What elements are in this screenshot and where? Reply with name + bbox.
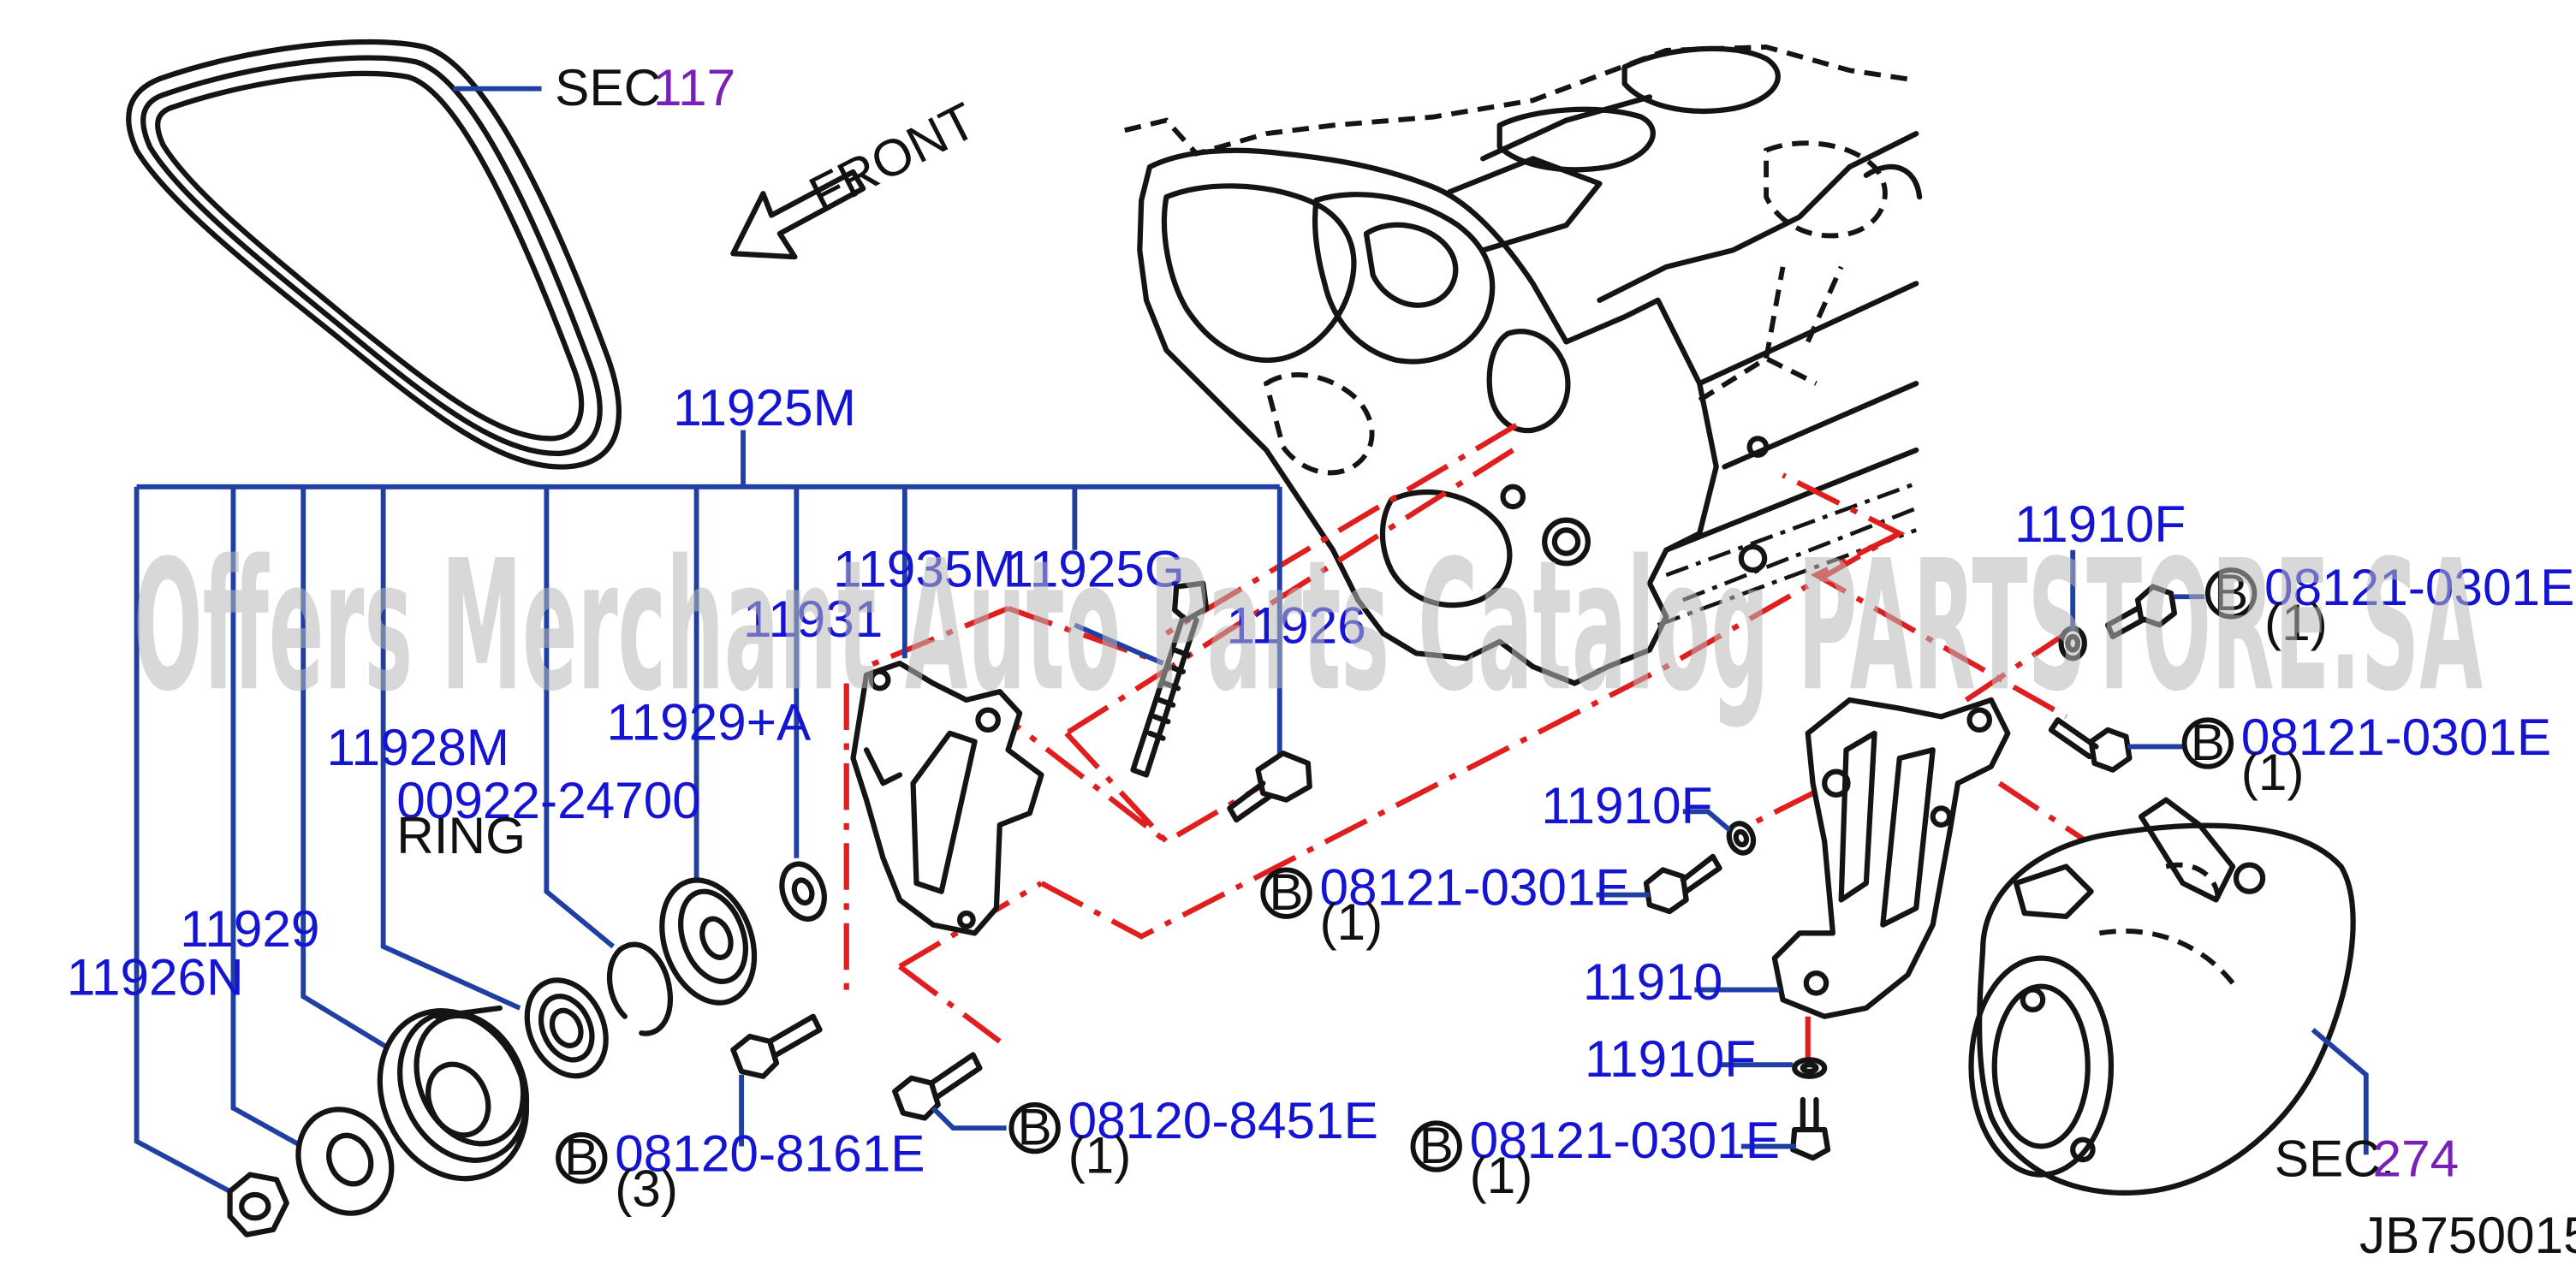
bolt-08120-8451E-label[interactable]: 08120-8451E — [1068, 1091, 1378, 1149]
qty-8161: (3) — [615, 1160, 678, 1218]
svg-text:B: B — [1269, 863, 1303, 921]
qty-0301-r2: (1) — [2241, 743, 2305, 801]
adjust-bolt-11925G[interactable] — [1130, 580, 1210, 778]
sec-274-link[interactable]: 274 — [2373, 1130, 2460, 1188]
qty-0301-mid: (1) — [1319, 893, 1383, 951]
compressor-bracket-11910[interactable] — [1771, 697, 2011, 1019]
labels: SEC. 117 11925M 11935M 11925G 11926 1193… — [67, 58, 2576, 1264]
bolt-badge-0301-top: B — [2204, 563, 2258, 621]
part-11931[interactable]: 11931 — [743, 590, 883, 648]
svg-text:B: B — [2214, 563, 2248, 621]
part-00922-24700[interactable]: 00922-24700 — [396, 771, 701, 829]
drive-belt[interactable] — [126, 39, 622, 470]
washer-11910F-mid[interactable] — [1725, 820, 1758, 856]
bolt-badge-0301-r2: B — [2181, 713, 2234, 771]
11925M-leader-tree — [134, 430, 1282, 1194]
ring-label: RING — [396, 806, 526, 864]
bolt-08121-0301E-mid-label[interactable]: 08121-0301E — [1319, 858, 1629, 916]
part-11926[interactable]: 11926 — [1226, 596, 1365, 655]
sec-word-117: SEC. — [555, 58, 675, 116]
qty-8451: (1) — [1068, 1126, 1132, 1184]
tensioner-bracket-11935M[interactable] — [850, 660, 1044, 936]
part-11935M[interactable]: 11935M — [833, 540, 1016, 598]
bolt-08121-0301E-r2-label[interactable]: 08121-0301E — [2241, 708, 2551, 766]
washer-11929[interactable] — [282, 1094, 408, 1228]
bolt-badge-8451: B — [1008, 1098, 1061, 1156]
svg-text:B: B — [1419, 1116, 1454, 1174]
svg-text:B: B — [1018, 1098, 1052, 1156]
front-arrow: FRONT — [730, 91, 985, 260]
bolt-08120-8161E-label[interactable]: 08120-8161E — [615, 1125, 925, 1183]
lock-bolt-11926[interactable] — [1227, 751, 1312, 823]
part-11910[interactable]: 11910 — [1583, 952, 1722, 1011]
diagram-code: JB750015 — [2359, 1206, 2576, 1264]
bolt-08120-8451E[interactable] — [892, 1052, 983, 1121]
svg-text:B: B — [2191, 713, 2225, 771]
part-11929A[interactable]: 11929+A — [606, 693, 812, 751]
bolt-badge-8161: B — [556, 1128, 608, 1186]
part-11929[interactable]: 11929 — [180, 899, 319, 958]
part-11925G[interactable]: 11925G — [1005, 540, 1185, 598]
right-leaders — [453, 86, 2369, 1155]
part-11928M[interactable]: 11928M — [326, 718, 509, 776]
bearing[interactable] — [512, 967, 621, 1089]
qty-0301-bot: (1) — [1470, 1146, 1533, 1204]
ac-compressor[interactable] — [1968, 797, 2356, 1196]
sec-word-274: SEC. — [2275, 1130, 2395, 1188]
bolt-mid-left[interactable] — [1643, 853, 1722, 915]
bolt-08121-0301E-bot-label[interactable]: 08121-0301E — [1470, 1111, 1780, 1169]
bolt-08120-8161E[interactable] — [730, 1013, 823, 1079]
engine-block — [1124, 45, 1923, 686]
snap-ring[interactable] — [606, 941, 674, 1036]
bolt-badge-0301-mid: B — [1260, 863, 1312, 921]
part-11910F-bot[interactable]: 11910F — [1585, 1030, 1756, 1088]
bolt-08121-0301E-top-label[interactable]: 08121-0301E — [2264, 558, 2574, 616]
qty-0301-top: (1) — [2264, 593, 2328, 651]
watermark: Offers Merchant Auto Parts Catalog PARTS… — [134, 521, 2483, 731]
part-11926N[interactable]: 11926N — [67, 947, 244, 1006]
front-label: FRONT — [800, 91, 985, 223]
bolt-top-right[interactable] — [2104, 584, 2178, 640]
bolt-right-2[interactable] — [2048, 717, 2133, 773]
sec-117-link[interactable]: 117 — [653, 58, 735, 116]
pulley-11929A[interactable] — [645, 867, 770, 1016]
part-11910F-top[interactable]: 11910F — [2014, 495, 2186, 553]
nut-11926N[interactable] — [227, 1172, 289, 1237]
part-11925M[interactable]: 11925M — [673, 378, 856, 436]
idler-pulley-11928M[interactable] — [354, 987, 554, 1203]
bolt-bottom-right[interactable] — [1790, 1096, 1831, 1161]
bolt-badge-0301-bot: B — [1410, 1116, 1462, 1174]
washer-11910F-bot[interactable] — [1792, 1057, 1828, 1079]
part-11910F-mid[interactable]: 11910F — [1541, 776, 1712, 834]
spacer-11931[interactable] — [775, 858, 832, 925]
svg-text:B: B — [564, 1128, 598, 1186]
